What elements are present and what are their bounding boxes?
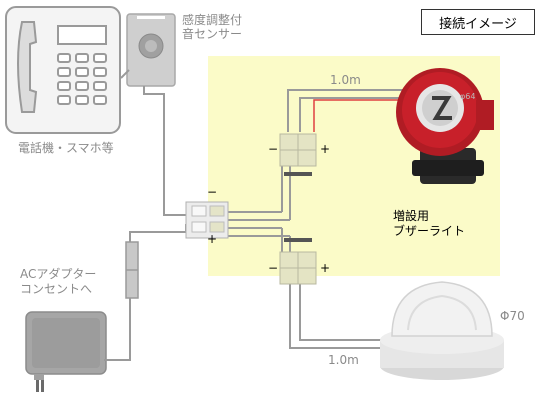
lower-plus-marker: + [320, 261, 331, 275]
red-wire [313, 99, 408, 132]
left-plus-marker: + [207, 232, 218, 246]
lower-connector [279, 238, 317, 285]
sensor-label-line2: 音センサー [182, 27, 243, 41]
strobe-light-icon [380, 281, 504, 380]
light-size-label: Φ70 [500, 309, 525, 323]
diagram-title: 接続イメージ [421, 9, 535, 35]
adapter-label-line2: コンセントへ [20, 282, 93, 296]
telephone-icon [5, 6, 121, 134]
upper-plus-marker: + [320, 142, 331, 156]
left-connector [185, 201, 229, 239]
sensor-label-line1: 感度調整付 [182, 13, 243, 27]
upper-connector [279, 133, 317, 176]
lower-minus-marker: − [268, 261, 279, 275]
phone-label: 電話機・スマホ等 [18, 141, 114, 155]
buzzer-icon [396, 68, 494, 184]
left-minus-marker: − [207, 185, 218, 199]
sound-sensor-icon [126, 13, 176, 87]
buzzer-label-line2: ブザーライト [393, 224, 466, 238]
buzzer-size-label: φ64 [460, 92, 476, 101]
adapter-cable-ferrite [125, 241, 139, 299]
adapter-label-line1: ACアダプター [20, 267, 97, 281]
ac-adapter-icon [25, 311, 107, 392]
upper-minus-marker: − [268, 142, 279, 156]
buzzer-label-line1: 増設用 [393, 209, 430, 223]
gray-wiring [104, 69, 412, 361]
bottom-cable-length: 1.0m [328, 353, 359, 367]
top-cable-length: 1.0m [330, 73, 361, 87]
